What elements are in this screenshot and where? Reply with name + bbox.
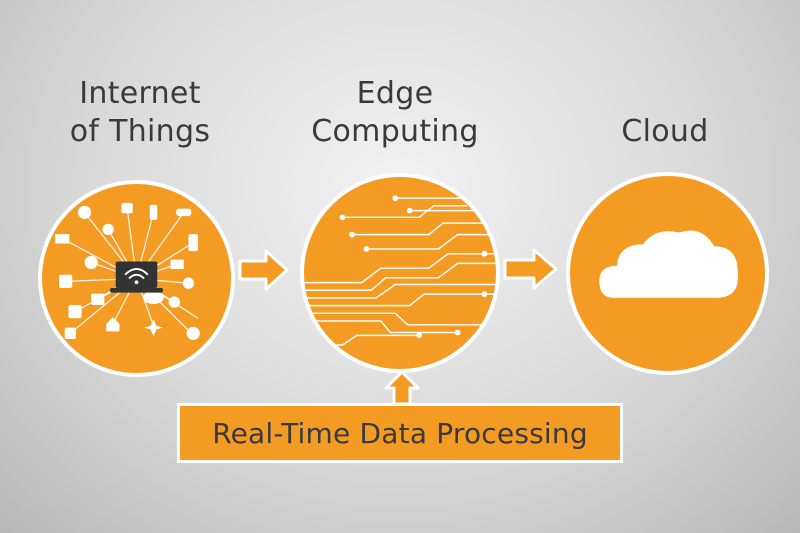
circuit-traces-icon bbox=[304, 195, 496, 348]
cloud-circle bbox=[566, 172, 769, 375]
cart-icon bbox=[170, 259, 184, 270]
process-label-box: Real-Time Data Processing bbox=[177, 403, 623, 463]
laptop-wifi-icon bbox=[110, 261, 163, 293]
cloud-icon bbox=[599, 230, 739, 298]
arrow-up-icon bbox=[384, 370, 420, 406]
watch-icon bbox=[149, 204, 158, 220]
first-aid-icon bbox=[91, 293, 105, 305]
location-pin-icon bbox=[182, 277, 195, 289]
search-icon bbox=[168, 296, 180, 308]
stage-title-cloud: Cloud bbox=[621, 114, 709, 149]
headphones-icon bbox=[84, 255, 98, 270]
lightbulb-icon bbox=[186, 326, 200, 340]
home-icon bbox=[106, 317, 120, 332]
gear-icon bbox=[102, 223, 114, 236]
tablet-icon bbox=[64, 327, 77, 339]
process-label: Real-Time Data Processing bbox=[212, 416, 588, 450]
washing-machine-icon bbox=[68, 304, 82, 319]
arrow-right-icon bbox=[503, 248, 558, 290]
stage-title-iot: Internet of Things bbox=[69, 76, 211, 149]
cloud-icon bbox=[143, 290, 164, 305]
lock-icon bbox=[121, 202, 133, 214]
arrow-right-icon bbox=[238, 249, 289, 291]
iot-network-icon bbox=[55, 202, 200, 340]
edge-computing-circle bbox=[300, 173, 500, 373]
airplane-icon bbox=[144, 319, 163, 337]
phone-icon bbox=[188, 234, 198, 252]
car-icon bbox=[176, 208, 192, 217]
globe-icon bbox=[77, 205, 92, 219]
camera-icon bbox=[59, 274, 73, 288]
stage-title-edge: Edge Computing bbox=[311, 76, 479, 149]
iot-circle bbox=[38, 180, 235, 377]
mail-icon bbox=[55, 234, 70, 244]
